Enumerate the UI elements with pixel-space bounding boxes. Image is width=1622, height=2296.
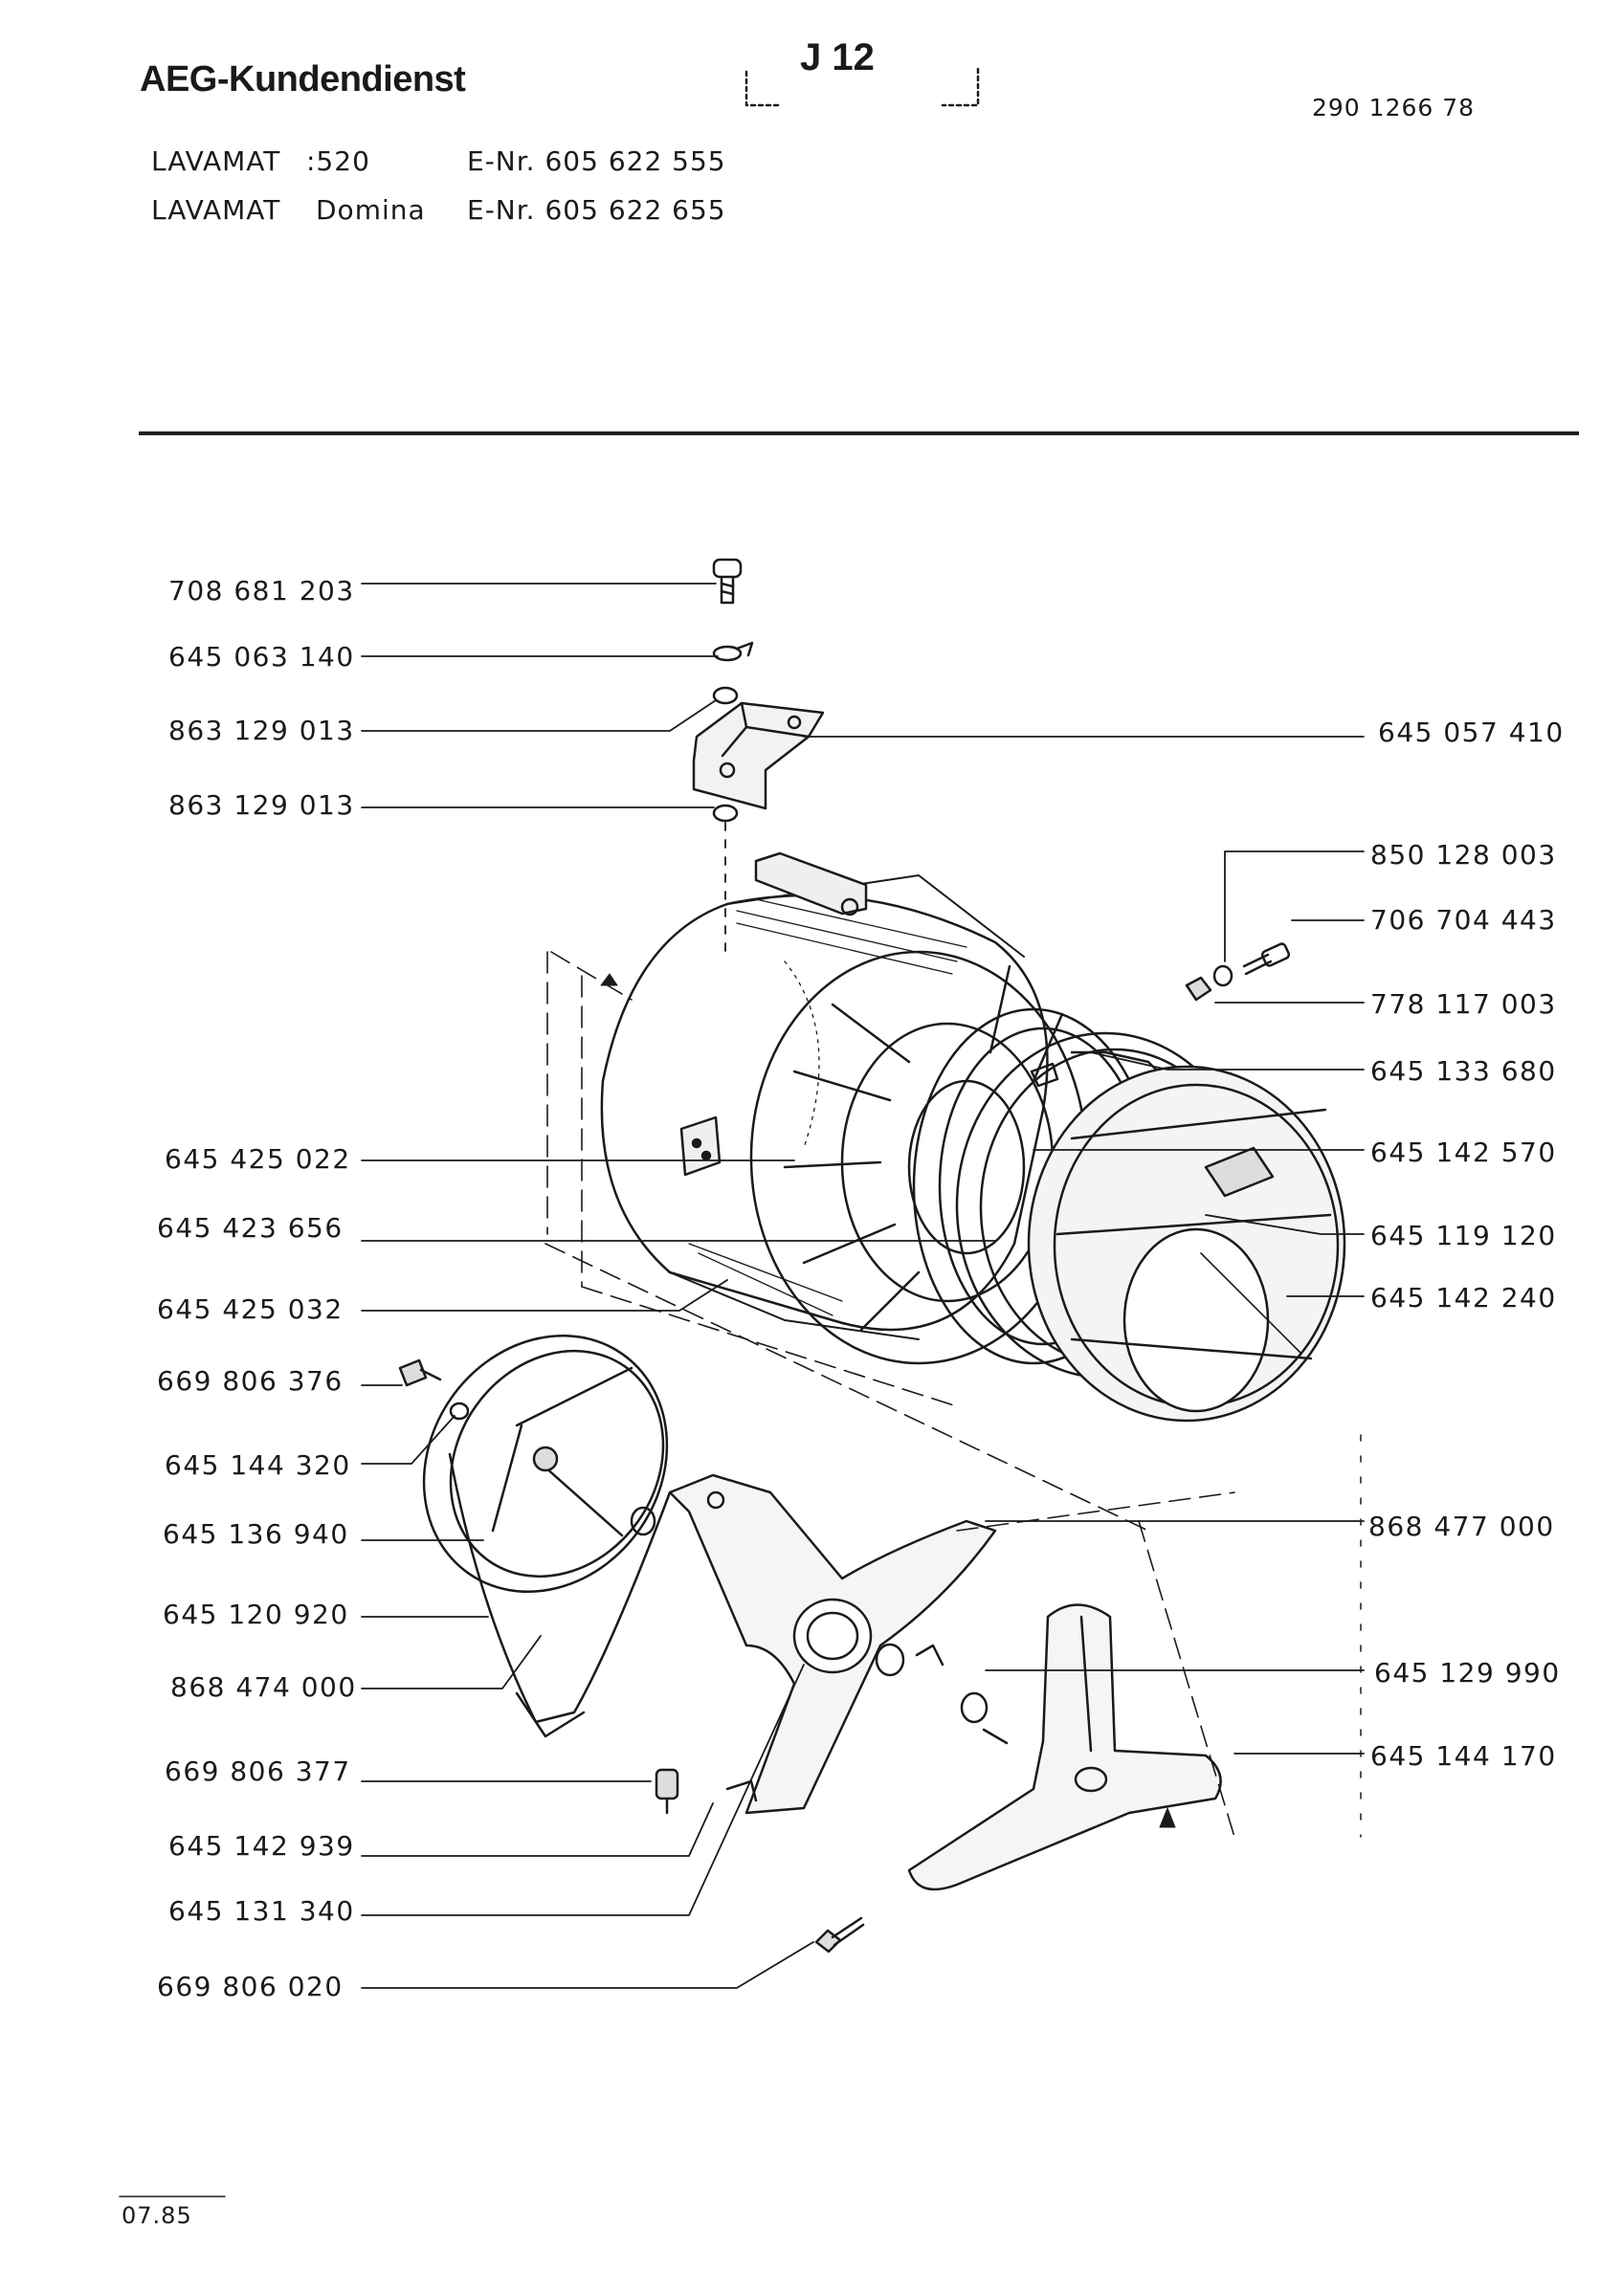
part-number-label: 645 063 140 [168,641,355,673]
clip-part [712,641,754,662]
bearing-part [875,1643,905,1677]
part-number-label: 645 425 022 [165,1143,351,1175]
brand-title: AEG-Kundendienst [140,59,466,99]
part-number-label: 645 142 240 [1370,1282,1557,1314]
model-variant: :520 [306,145,370,177]
sheet-number: J 12 [800,36,875,78]
part-number-label: 863 129 013 [168,789,355,821]
model-name: LAVAMAT [151,194,281,226]
part-number-label: 645 144 170 [1370,1740,1557,1772]
bolt-part [712,558,743,605]
document-number: 290 1266 78 [1312,94,1476,121]
washer-part [712,686,739,705]
mount-bracket-part [692,701,825,810]
sensor-part [655,1768,679,1815]
screw-part [814,1916,865,1954]
part-number-label: 706 704 443 [1370,904,1557,936]
print-date: 07.85 [122,2202,192,2229]
part-number-label: 669 806 020 [157,1971,344,2002]
model-variant: Domina [316,194,426,226]
bearing-cross [668,1473,997,1815]
counterweight [1027,1065,1346,1423]
drive-belt [448,1452,672,1738]
part-number-label: 645 142 570 [1370,1137,1557,1168]
part-number-label: 868 474 000 [170,1671,357,1703]
clip-part [1030,1062,1059,1088]
part-number-label: 645 133 680 [1370,1055,1557,1087]
part-number-label: 645 129 990 [1374,1657,1561,1689]
part-number-label: 645 119 120 [1370,1220,1557,1251]
bracket-mark [744,70,782,107]
part-number-label: 863 129 013 [168,715,355,746]
part-number-label: 708 681 203 [168,575,355,607]
bracket-mark [941,67,980,107]
part-number-label: 645 136 940 [163,1518,349,1550]
model-name: LAVAMAT [151,145,281,177]
pulley [422,1334,669,1594]
part-number-label: 645 057 410 [1378,717,1565,748]
bolt-part [398,1358,470,1421]
model-enr: E-Nr. 605 622 555 [467,145,726,177]
bearing-part [630,1506,656,1536]
part-number-label: 645 131 340 [168,1895,355,1927]
part-number-label: 645 425 032 [157,1293,344,1325]
part-number-label: 669 806 376 [157,1365,344,1397]
clip-part [915,1644,944,1667]
part-number-label: 850 128 003 [1370,839,1557,871]
model-enr: E-Nr. 605 622 655 [467,194,726,226]
part-number-label: 645 423 656 [157,1212,344,1244]
part-number-label: 645 144 320 [165,1449,351,1481]
drum-spider [907,1603,1222,1891]
part-number-label: 645 142 939 [168,1830,355,1862]
screw-part [1185,942,1291,1002]
part-number-label: 669 806 377 [165,1755,351,1787]
shaft-spacer [960,1691,1009,1745]
part-number-label: 868 477 000 [1368,1511,1555,1542]
tub-rear-shell [600,851,1049,1340]
part-number-label: 645 120 920 [163,1599,349,1630]
washer-part [712,804,739,823]
part-number-label: 778 117 003 [1370,988,1557,1020]
header-rule [139,431,1579,435]
